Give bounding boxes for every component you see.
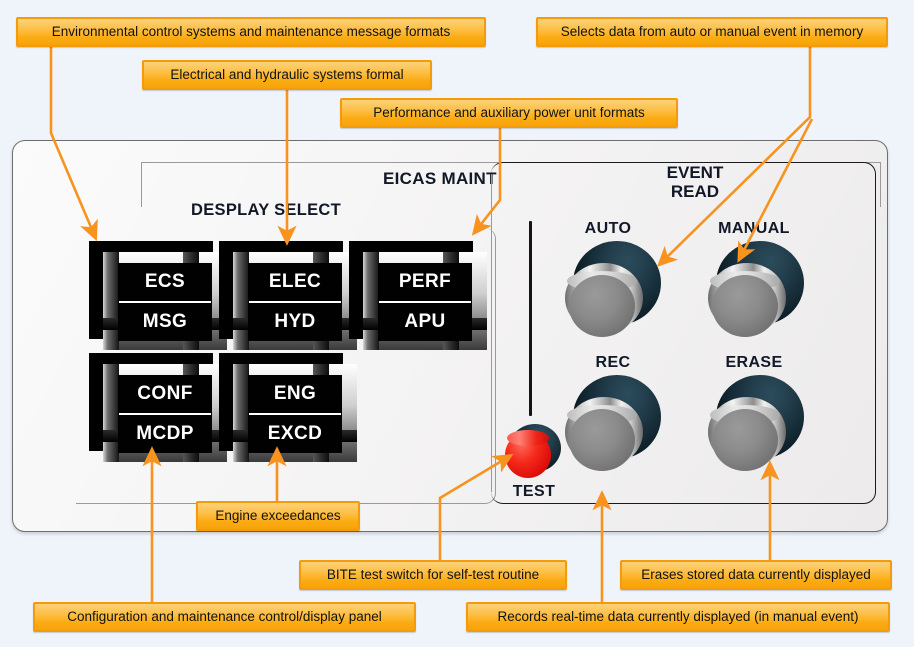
eicas-maintenance-panel: EICAS MAINT DESPLAY SELECT ECS MSG ELEC — [12, 140, 888, 532]
knob-rec[interactable] — [563, 375, 661, 473]
page-title: EICAS MAINT — [383, 169, 497, 188]
knob-auto[interactable] — [563, 241, 661, 339]
test-switch-highlight — [507, 430, 549, 446]
knob-label-rec: REC — [595, 354, 631, 371]
callout-elec-hyd: Electrical and hydraulic systems formal — [142, 60, 432, 90]
callout-engine-exceedances: Engine exceedances — [196, 501, 360, 531]
display-select-heading: DESPLAY SELECT — [191, 201, 341, 219]
callout-text: Configuration and maintenance control/di… — [67, 609, 382, 625]
display-select-button-ecs-msg[interactable]: ECS MSG — [89, 241, 227, 350]
event-read-heading: EVENT READ — [635, 163, 755, 201]
callout-text: Performance and auxiliary power unit for… — [373, 105, 645, 121]
callout-text: Environmental control systems and mainte… — [51, 24, 451, 40]
callout-text: Records real-time data currently display… — [497, 609, 859, 625]
button-face: ECS MSG — [118, 263, 212, 341]
button-divider — [379, 301, 471, 303]
event-read-heading-line2: READ — [670, 182, 720, 202]
callout-bite-test: BITE test switch for self-test routine — [299, 560, 567, 590]
callout-perf-apu: Performance and auxiliary power unit for… — [340, 98, 678, 128]
knob-erase[interactable] — [706, 375, 804, 473]
button-label-bottom: HYD — [274, 311, 316, 332]
knob-label-erase: ERASE — [725, 354, 783, 371]
event-read-left-edge — [491, 174, 492, 492]
button-face: ELEC HYD — [248, 263, 342, 341]
callout-text: BITE test switch for self-test routine — [326, 567, 540, 583]
button-divider — [119, 413, 211, 415]
display-select-button-perf-apu[interactable]: PERF APU — [349, 241, 487, 350]
button-label-top: PERF — [398, 271, 452, 292]
callout-ecs-msg: Environmental control systems and mainte… — [16, 17, 486, 47]
knob-label-auto: AUTO — [584, 220, 632, 237]
display-select-button-conf-mcdp[interactable]: CONF MCDP — [89, 353, 227, 462]
event-read-heading-line1: EVENT — [666, 163, 724, 182]
button-face: PERF APU — [378, 263, 472, 341]
test-switch-label: TEST — [512, 483, 556, 500]
knob-cap — [569, 409, 635, 471]
button-face: ENG EXCD — [248, 375, 342, 453]
callout-erase: Erases stored data currently displayed — [620, 560, 892, 590]
knob-cap — [569, 275, 635, 337]
knob-cap — [712, 275, 778, 337]
callout-config-panel: Configuration and maintenance control/di… — [33, 602, 416, 632]
button-divider — [249, 301, 341, 303]
button-face: CONF MCDP — [118, 375, 212, 453]
button-label-top: ECS — [144, 271, 186, 292]
panel-divider-bar — [529, 221, 533, 416]
button-label-bottom: MCDP — [136, 423, 194, 444]
button-label-top: ENG — [273, 383, 317, 404]
callout-text: Engine exceedances — [215, 508, 341, 524]
callout-text: Erases stored data currently displayed — [641, 567, 871, 583]
button-label-top: CONF — [137, 383, 193, 404]
button-label-bottom: MSG — [142, 311, 188, 332]
display-select-button-elec-hyd[interactable]: ELEC HYD — [219, 241, 357, 350]
event-read-frame — [491, 162, 876, 504]
button-divider — [249, 413, 341, 415]
callout-event-select: Selects data from auto or manual event i… — [536, 17, 888, 47]
callout-text: Electrical and hydraulic systems formal — [170, 67, 404, 83]
knob-manual[interactable] — [706, 241, 804, 339]
button-divider — [119, 301, 211, 303]
button-label-top: ELEC — [268, 271, 322, 292]
display-select-button-eng-excd[interactable]: ENG EXCD — [219, 353, 357, 462]
callout-text: Selects data from auto or manual event i… — [560, 24, 864, 40]
button-label-bottom: APU — [404, 311, 446, 332]
button-label-bottom: EXCD — [267, 423, 323, 444]
callout-records: Records real-time data currently display… — [466, 602, 890, 632]
